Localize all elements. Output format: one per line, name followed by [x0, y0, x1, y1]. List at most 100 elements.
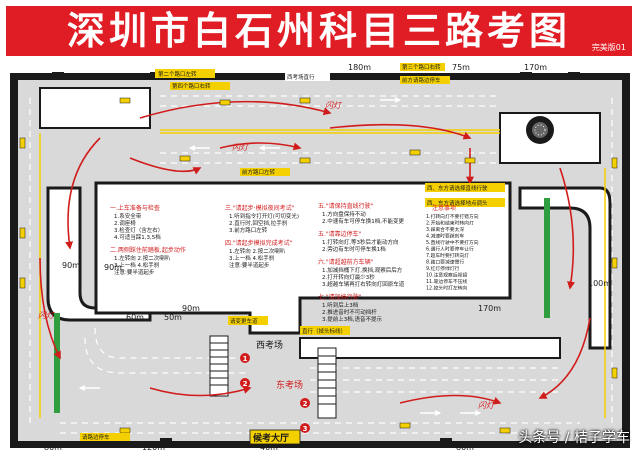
instruction-line: 3.上一档 4.松手刹 — [114, 261, 159, 269]
notes-heading: 注意事项 — [432, 204, 456, 212]
instruction-line: 1.听到指令打开灯(可切变光) — [229, 212, 299, 220]
instruction-line: 注意:要半道起步 — [229, 261, 270, 269]
instruction-line: 1.系安全带 — [114, 212, 142, 220]
flash-label-3: 闪灯 — [38, 311, 56, 320]
station-numbers: 1 2 2 3 — [243, 355, 308, 433]
dist-mid1: 50m — [164, 313, 182, 322]
cars — [19, 97, 618, 434]
inner-block-top — [39, 87, 151, 129]
svg-text:2: 2 — [303, 400, 308, 408]
instruction-line: 2.直行时,回空挡,拉手刹 — [229, 219, 287, 227]
notes-line: 11.靠边停车不压线 — [426, 278, 467, 285]
west-exam-label: 西考场 — [256, 340, 283, 351]
notes-line: 6.遇行人时要停车让行 — [426, 246, 474, 253]
instruction-heading: 一.上车准备与检查 — [110, 204, 160, 212]
instruction-heading: 三."请起步·模拟夜间考试" — [225, 204, 295, 212]
sign-1: 第二个路口左转 — [158, 70, 197, 78]
dist-bottom3: 40m — [260, 443, 278, 452]
dist-mid3: 60m — [126, 313, 144, 322]
sign-9: 直行（掉头标线） — [302, 327, 346, 335]
notes-line: 5.直线行驶中不要打方向 — [426, 239, 479, 246]
instruction-line: 1.左转向 2.按二次喇叭 — [229, 247, 286, 255]
east-exam-label: 东考场 — [276, 379, 303, 391]
instruction-line: 3.上一档 4.松手刹 — [229, 254, 274, 262]
dist-right2: 100m — [588, 279, 611, 288]
notes-line: 3.踩离合不要太深 — [426, 226, 464, 233]
instruction-heading: 二.两侧踩住前踏板,起步动作 — [110, 246, 186, 254]
instruction-line: 3.超越车辆再打右转向灯回原车道 — [322, 280, 405, 288]
roundabout-dot-pattern — [534, 124, 546, 136]
dist-bottom1: 80m — [44, 443, 62, 452]
instruction-panel: 一.上车准备与检查1.系安全带2.调座椅3.检查灯（含左右）4.可适当踩1,3,… — [110, 202, 405, 323]
page-title: 深圳市白石州科目三路考图 — [6, 6, 632, 56]
dist-mid2: 90m — [182, 304, 200, 313]
sign-8: 西、东方请选择地点调头 — [427, 199, 488, 207]
version-label: 完美版01 — [591, 43, 626, 52]
sign-11: 请路边停车 — [82, 433, 110, 441]
route-lines — [39, 100, 591, 405]
flash-label-4: 闪灯 — [478, 401, 496, 410]
exam-station-east — [317, 347, 337, 419]
instruction-line: 1.加减挡桶下灯,换挡,观察后后方 — [322, 266, 403, 274]
instruction-heading: 五."请保持直线行驶" — [318, 202, 374, 210]
sign-2: 西考场直行 — [287, 73, 315, 81]
instruction-heading: 五."请靠边停车" — [318, 230, 362, 238]
flash-label-1: 闪灯 — [325, 101, 343, 110]
sign-5: 第四个路口右转 — [172, 82, 211, 90]
instruction-line: 3.前方路口左转 — [229, 226, 268, 234]
watermark: 头条号 / 桔子学车 — [518, 430, 630, 446]
svg-text:1: 1 — [243, 355, 248, 363]
dist-right1: 170m — [478, 304, 501, 313]
distance-labels: 180m 75m 170m 90m 90m 50m 90m 60m 170m 1… — [44, 63, 611, 452]
green-verge-left — [54, 313, 60, 413]
green-verge-right — [544, 198, 550, 318]
instruction-line: 2.推进音时不可动挡杆 — [322, 308, 377, 316]
dist-bottom4: 80m — [456, 443, 474, 452]
sign-10: 请变更车道 — [230, 317, 258, 325]
notes-panel: 注意事项1.打转向灯不要打错方向2.开始和结束时转向灯3.踩离合不要太深4.减速… — [426, 204, 479, 292]
exam-route-map: 12 23 180m 75m 170m 90m 90m 50m 90m 60m … — [10, 63, 630, 452]
instruction-line: 3.提前上3档,语音不提示 — [322, 315, 382, 323]
yellow-signs: 第二个路口左转 西考场直行 第三个路口右转 前方请路边停车 第四个路口右转 前方… — [80, 63, 505, 441]
sign-6: 前方路口左转 — [242, 168, 276, 176]
instruction-heading: 四."请起步模拟完成考试" — [225, 239, 293, 247]
dist-left: 90m — [62, 261, 80, 270]
notes-line: 12.掉头时打左转向 — [426, 285, 467, 292]
flash-label-2: 闪灯 — [232, 143, 250, 152]
instruction-line: 2.打开转向灯最少3秒 — [322, 273, 375, 281]
instruction-line: 2.中速有车可停车换1档,不能变更 — [322, 217, 404, 225]
instruction-line: 1.左转向 2.按二次喇叭 — [114, 254, 171, 262]
dist-top2: 75m — [452, 63, 470, 72]
instruction-line: 注意:要半道起步 — [114, 268, 155, 276]
notes-line: 9.红灯停绿灯行 — [426, 265, 460, 272]
notes-line: 7.超车时要打转向灯 — [426, 252, 469, 259]
road-arrows — [78, 97, 482, 416]
instruction-line: 1.打转向灯,等3秒后才能动方向 — [322, 238, 399, 246]
instruction-line: 1.听到后上3档 — [322, 301, 359, 309]
lane-lines — [29, 95, 613, 434]
notes-line: 1.打转向灯不要打错方向 — [426, 213, 479, 220]
instruction-line: 4.可适当踩1,3,5档 — [114, 233, 161, 241]
instruction-line: 2.调座椅 — [114, 219, 136, 227]
sign-3: 第三个路口右转 — [402, 63, 441, 71]
dist-bottom2: 120m — [142, 443, 165, 452]
sign-4: 前方请路边停车 — [402, 76, 441, 84]
notes-line: 4.减速时要踩刹车 — [426, 233, 464, 240]
station-markers — [240, 353, 310, 433]
instruction-line: 3.检查灯（含左右） — [114, 226, 163, 234]
notes-line: 10.注意观察后视镜 — [426, 272, 467, 279]
notes-line: 8.路口要减速慢行 — [426, 259, 464, 266]
dist-top1: 180m — [348, 63, 371, 72]
svg-text:2: 2 — [243, 380, 248, 388]
svg-text:3: 3 — [303, 425, 308, 433]
instruction-heading: 七."请加档行驶" — [318, 293, 362, 301]
dist-top3: 170m — [524, 63, 547, 72]
dist-left2: 90m — [104, 263, 122, 272]
instruction-line: 2.旁边有车时可停车换1档 — [322, 245, 386, 253]
exam-station-west — [209, 335, 229, 397]
sign-7: 西、东方请选择直线行驶 — [427, 184, 488, 192]
waiting-hall — [249, 429, 301, 445]
instruction-heading: 六."请超越前方车辆" — [318, 258, 374, 266]
notes-line: 2.开始和结束时转向灯 — [426, 220, 474, 227]
instruction-line: 1.方向盘保持不动 — [322, 210, 366, 218]
